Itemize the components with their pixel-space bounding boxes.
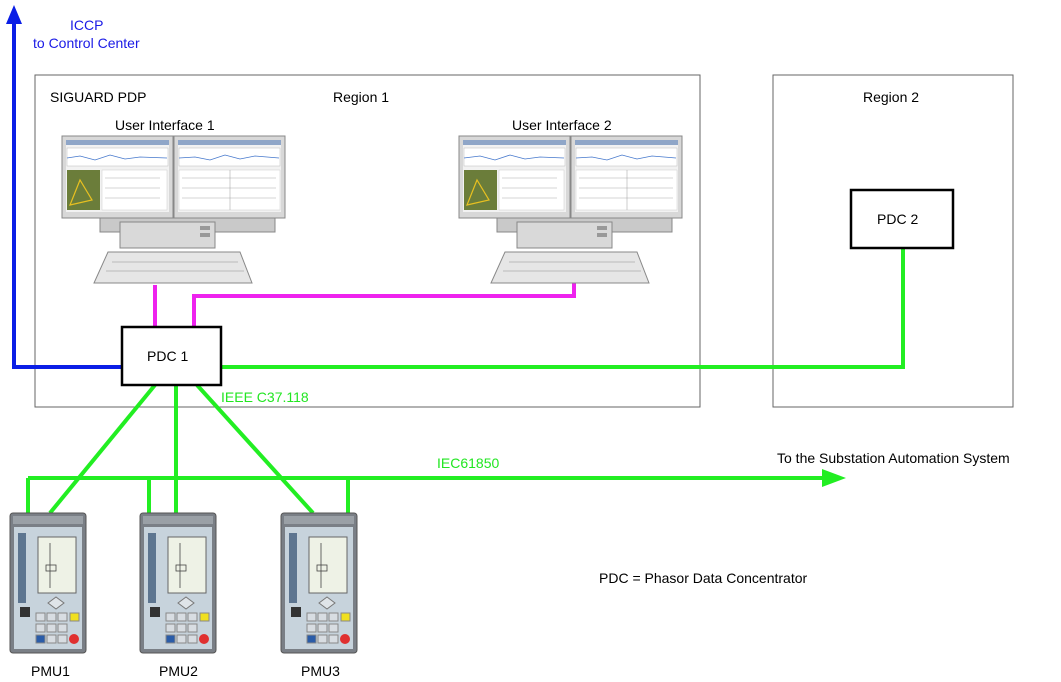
pmu3-link (195, 383, 315, 515)
pmu2-label: PMU2 (159, 663, 198, 679)
pdc1-label: PDC 1 (147, 348, 188, 364)
region1-box (34, 74, 701, 408)
region1-label: Region 1 (333, 89, 389, 105)
ui2-link (192, 283, 576, 327)
iccp-arrow-icon (6, 5, 22, 24)
iccp-label: ICCP (70, 17, 103, 33)
ieee-label: IEEE C37.118 (221, 389, 309, 405)
iccp-sublabel: to Control Center (33, 35, 140, 51)
legend-text: PDC = Phasor Data Concentrator (599, 570, 807, 586)
substation-label: To the Substation Automation System (777, 450, 1010, 466)
pmu1-label: PMU1 (31, 663, 70, 679)
pmu1-device-icon (9, 512, 87, 654)
iec-arrow-icon (822, 469, 846, 487)
pmu2-device-icon (139, 512, 217, 654)
iec-label: IEC61850 (437, 455, 499, 471)
ui1-label: User Interface 1 (115, 117, 215, 133)
pdc1-box[interactable] (120, 325, 223, 387)
pdc2-label: PDC 2 (877, 211, 918, 227)
pmu1-link (48, 383, 157, 515)
pdc-link (221, 248, 905, 369)
pdc2-box[interactable] (849, 188, 955, 250)
system-label: SIGUARD PDP (50, 89, 146, 105)
ui2-label: User Interface 2 (512, 117, 612, 133)
region2-box (772, 74, 1014, 408)
workstation-2-icon (458, 135, 683, 284)
pmu3-device-icon (280, 512, 358, 654)
iccp-link (12, 20, 122, 369)
pmu3-label: PMU3 (301, 663, 340, 679)
workstation-1-icon (61, 135, 286, 284)
region2-label: Region 2 (863, 89, 919, 105)
